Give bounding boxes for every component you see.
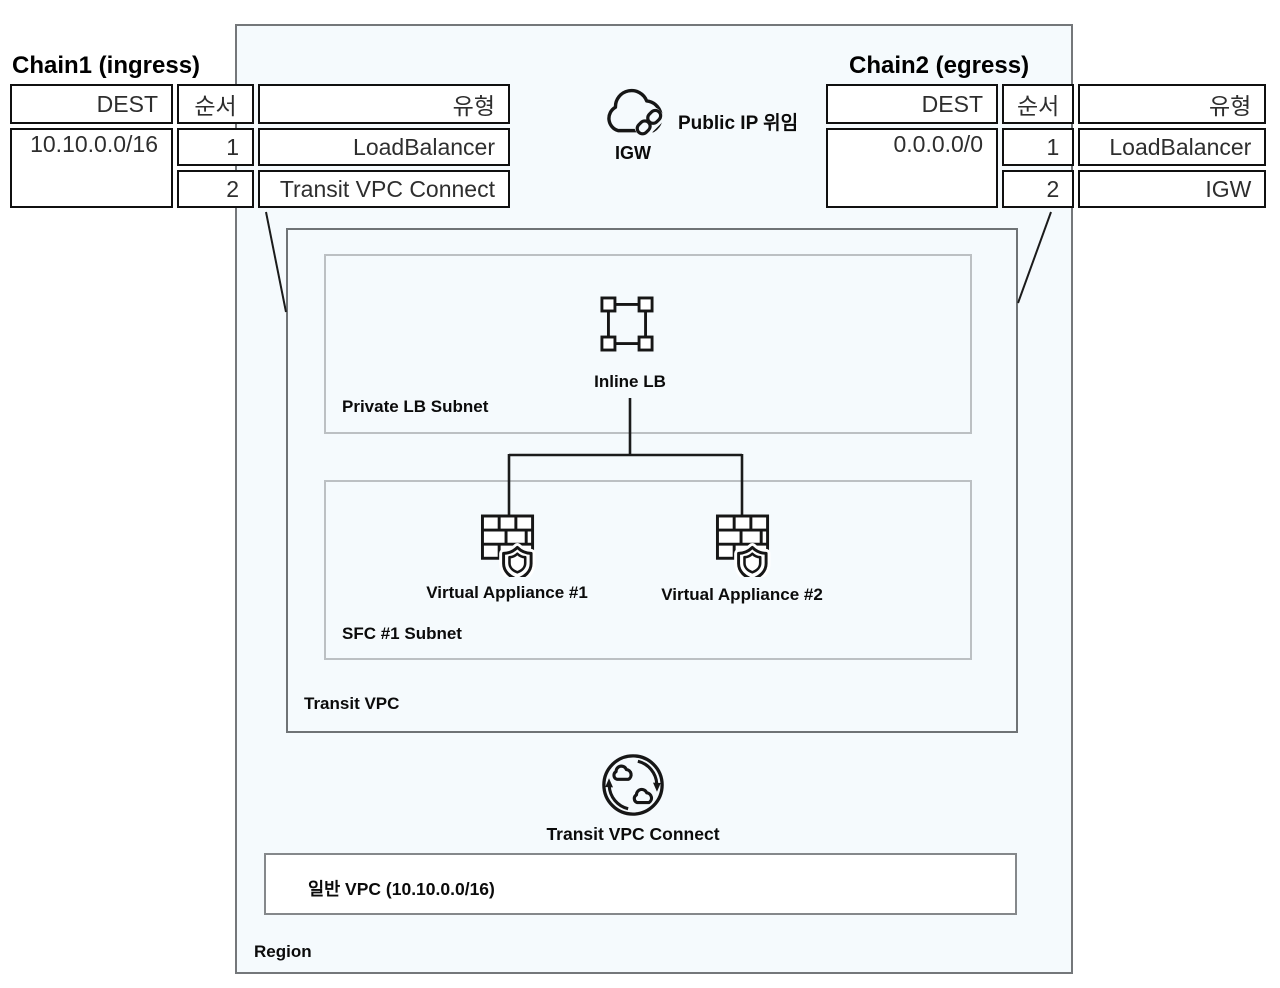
- sfc-subnet-box: [324, 480, 972, 660]
- chain2-table: DEST 순서 유형 0.0.0.0/0 1 LoadBalancer 2 IG…: [822, 80, 1270, 212]
- igw-cloud-link-icon: [607, 88, 664, 137]
- chain2-header-dest: DEST: [826, 84, 998, 124]
- chain2-row1-type: LoadBalancer: [1078, 128, 1267, 166]
- chain2-row-2: 2 IGW: [826, 170, 1267, 208]
- chain2-row2-order: 2: [1002, 170, 1075, 208]
- chain2-row2-type: IGW: [1078, 170, 1267, 208]
- chain1-row-2: 2 Transit VPC Connect: [10, 170, 510, 208]
- firewall-shield-icon-2: [715, 514, 771, 577]
- chain1-row2-order: 2: [177, 170, 254, 208]
- inline-lb-icon: [600, 296, 654, 352]
- chain2-row-1: 0.0.0.0/0 1 LoadBalancer: [826, 128, 1267, 208]
- public-ip-annotation: Public IP 위임: [678, 113, 799, 134]
- private-lb-subnet-label: Private LB Subnet: [342, 397, 489, 416]
- chain1-row1-order: 1: [177, 128, 254, 166]
- transit-vpc-connect-icon: [602, 754, 664, 816]
- va1-label: Virtual Appliance #1: [426, 583, 588, 602]
- sfc-subnet-label: SFC #1 Subnet: [342, 624, 462, 643]
- va2-label: Virtual Appliance #2: [661, 585, 823, 604]
- general-vpc-box: [264, 853, 1017, 915]
- chain1-row-1: 10.10.0.0/16 1 LoadBalancer: [10, 128, 510, 208]
- chain2-header-type: 유형: [1078, 84, 1267, 124]
- chain2-row1-order: 1: [1002, 128, 1075, 166]
- inline-lb-label: Inline LB: [594, 372, 666, 391]
- igw-label: IGW: [615, 143, 651, 163]
- transit-vpc-label: Transit VPC: [304, 694, 400, 713]
- general-vpc-label: 일반 VPC (10.10.0.0/16): [308, 879, 495, 899]
- chain1-row2-type: Transit VPC Connect: [258, 170, 510, 208]
- chain1-dest-value: 10.10.0.0/16: [10, 128, 173, 208]
- chain1-table: DEST 순서 유형 10.10.0.0/16 1 LoadBalancer 2…: [6, 80, 514, 212]
- region-label: Region: [254, 942, 312, 961]
- chain1-header-type: 유형: [258, 84, 510, 124]
- transit-vpc-connect-label: Transit VPC Connect: [546, 824, 720, 844]
- chain1-header-order: 순서: [177, 84, 254, 124]
- chain1-title: Chain1 (ingress): [12, 52, 201, 79]
- private-lb-subnet-box: [324, 254, 972, 434]
- chain2-header-row: DEST 순서 유형: [826, 84, 1267, 124]
- chain2-header-order: 순서: [1002, 84, 1075, 124]
- chain1-header-row: DEST 순서 유형: [10, 84, 510, 124]
- chain2-dest-value: 0.0.0.0/0: [826, 128, 998, 208]
- chain1-header-dest: DEST: [10, 84, 173, 124]
- chain1-row1-type: LoadBalancer: [258, 128, 510, 166]
- firewall-shield-icon-1: [480, 514, 536, 577]
- chain2-title: Chain2 (egress): [849, 52, 1030, 79]
- transit-vpc-box: [286, 228, 1018, 733]
